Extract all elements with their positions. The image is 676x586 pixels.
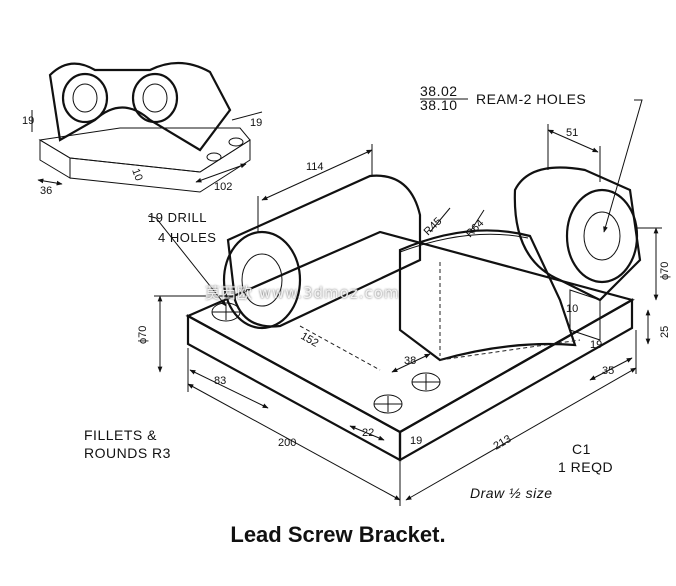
dim-10: 10 xyxy=(566,303,578,315)
fillets-note-line1: FILLETS & xyxy=(84,427,157,443)
dim-38: 38 xyxy=(404,355,416,367)
right-boss-body xyxy=(513,166,642,302)
left-boss-body xyxy=(226,174,422,328)
dim-19-right: 19 xyxy=(590,339,602,351)
dim-35: 35 xyxy=(602,365,614,377)
right-boss-bore xyxy=(583,211,621,261)
dim-213: 213 xyxy=(492,433,514,453)
right-rib xyxy=(569,289,601,341)
figure-caption: Lead Screw Bracket. xyxy=(230,522,446,547)
dim-25: 25 xyxy=(659,326,671,338)
inset-left-boss xyxy=(61,72,109,124)
dim-phi70-left: ϕ70 xyxy=(137,326,149,344)
dim-19-front: 19 xyxy=(410,435,422,447)
inset-dim-10: 10 xyxy=(129,167,144,183)
inset-right-boss xyxy=(131,72,179,124)
dim-83: 83 xyxy=(214,375,226,387)
inset-saddle xyxy=(48,61,232,152)
saddle-section xyxy=(398,229,577,362)
right-boss-face xyxy=(565,188,639,284)
dim-51: 51 xyxy=(566,127,578,139)
dim-114: 114 xyxy=(306,161,324,173)
inset-view: 19 36 102 19 10 xyxy=(22,61,262,197)
inset-left-bore xyxy=(72,83,98,113)
quantity-note: 1 REQD xyxy=(558,459,613,475)
inset-right-bore xyxy=(142,83,168,113)
inset-hole-1 xyxy=(206,152,222,162)
dim-r64: R64 xyxy=(464,217,487,240)
drill-note-line1: 19 DRILL xyxy=(148,210,207,225)
dim-22: 22 xyxy=(362,427,374,439)
drill-note-line2: 4 HOLES xyxy=(158,230,216,245)
fillets-note-line2: ROUNDS R3 xyxy=(84,445,171,461)
left-boss-bore xyxy=(241,253,283,307)
dim-200: 200 xyxy=(278,437,296,449)
scale-note: Draw ½ size xyxy=(470,485,553,501)
inset-base-front xyxy=(39,139,71,179)
main-view: 114 51 R45 R64 ϕ70 ϕ70 25 83 200 213 35 … xyxy=(137,99,671,506)
ream-note-text: REAM-2 HOLES xyxy=(476,91,586,107)
base-right-face xyxy=(398,298,634,462)
notes: 38.02 38.10 REAM-2 HOLES 19 DRILL 4 HOLE… xyxy=(84,83,613,501)
inset-dim-102: 102 xyxy=(214,181,232,193)
inset-dim-19-top: 19 xyxy=(250,117,262,129)
ream-note-line2: 38.10 xyxy=(420,97,458,113)
dim-phi70-right: ϕ70 xyxy=(659,262,671,280)
inset-dim-36: 36 xyxy=(40,185,52,197)
ream-note-line1: 38.02 xyxy=(420,83,458,99)
watermark-text: 莫西欧 www.3dmoz.com xyxy=(205,284,400,302)
left-boss-face xyxy=(222,230,302,330)
saddle-arc xyxy=(399,233,529,253)
dim-152: 152 xyxy=(299,330,321,350)
inset-dim-19-left: 19 xyxy=(22,115,34,127)
inset-hole-2 xyxy=(228,137,244,147)
part-id: C1 xyxy=(572,441,591,457)
